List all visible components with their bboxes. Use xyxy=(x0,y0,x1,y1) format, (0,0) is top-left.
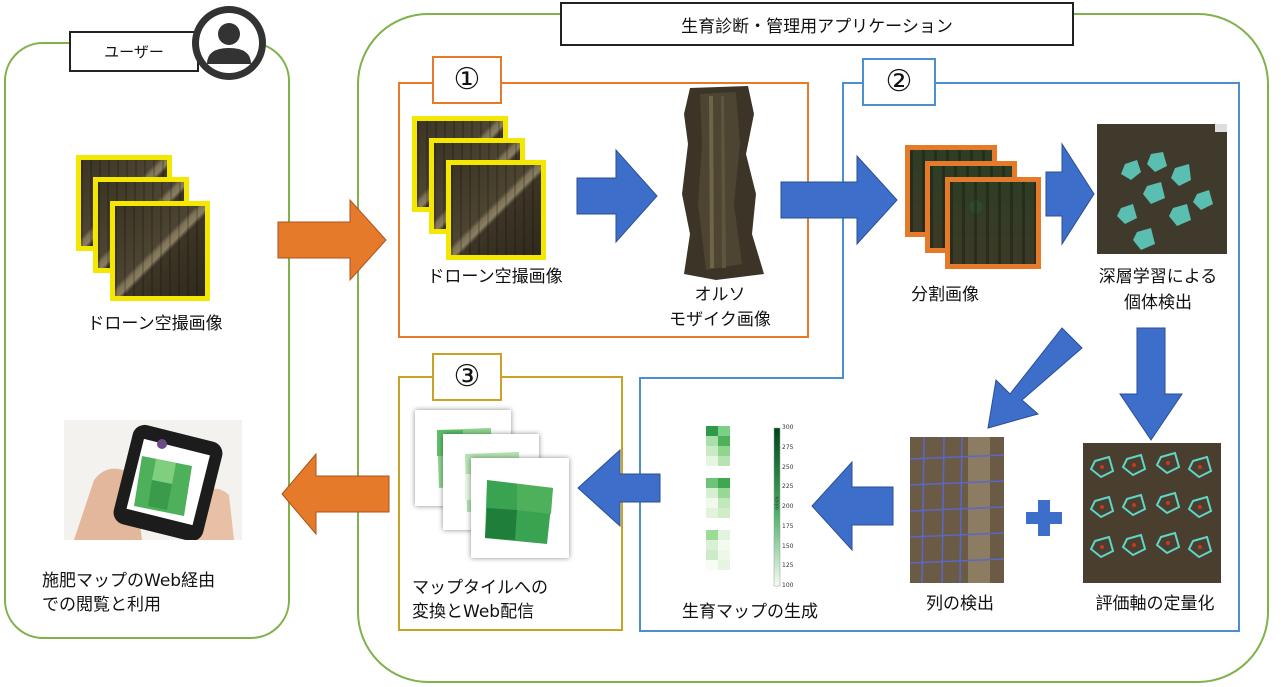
eval-label: 評価軸の定量化 xyxy=(1095,594,1215,614)
step2-number-text: ② xyxy=(885,64,913,99)
colorbar-tick-label: 225 xyxy=(782,483,794,491)
map-tile-3 xyxy=(471,458,569,558)
colorbar-tick-label: 300 xyxy=(782,424,794,431)
colorbar-tick-label: 250 xyxy=(782,463,794,471)
user-tag: ユーザー xyxy=(69,31,199,72)
user-drone-image-stack xyxy=(76,155,216,301)
user-tag-label: ユーザー xyxy=(104,43,164,61)
arrow-drone-to-ortho xyxy=(576,148,658,244)
smartphone-photo xyxy=(64,420,242,540)
ortho-mosaic-image xyxy=(676,84,766,282)
row-detection-image xyxy=(910,437,1004,583)
user-panel xyxy=(4,42,290,639)
step3-label-line1: マップタイルへの xyxy=(412,578,548,598)
step3-number-text: ③ xyxy=(453,359,481,394)
app-title: 生育診断・管理用アプリケーション xyxy=(560,2,1074,46)
app-title-text: 生育診断・管理用アプリケーション xyxy=(681,16,953,37)
arrow-detect-to-row xyxy=(987,327,1083,429)
step3-label-line2: 変換とWeb配信 xyxy=(412,602,535,622)
colorbar xyxy=(773,427,781,587)
user-avatar-icon xyxy=(190,4,268,82)
step3-box xyxy=(398,376,623,631)
colorbar-tick-label: 125 xyxy=(782,562,794,570)
colorbar-tick-label: 200 xyxy=(782,503,794,510)
step1-drone-label: ドローン空撮画像 xyxy=(427,267,563,287)
detect-label-line2: 個体検出 xyxy=(1124,293,1192,313)
map-label: 生育マップの生成 xyxy=(682,602,818,622)
plus-sign-v xyxy=(1038,500,1050,536)
map-tiles-stack xyxy=(415,410,575,560)
row-label: 列の検出 xyxy=(926,594,994,614)
arrow-row-to-map xyxy=(811,460,894,552)
detect-label-line1: 深層学習による xyxy=(1098,267,1218,287)
colorbar-tick-label: 175 xyxy=(782,522,794,530)
step2-number: ② xyxy=(862,58,936,106)
user-result-label-line2: での閲覧と利用 xyxy=(42,595,161,615)
growth-map-image: 300 275 250 225 200 175 150 125 100 kaiyo xyxy=(690,420,802,590)
step1-number: ① xyxy=(432,56,502,104)
evaluation-image xyxy=(1083,443,1221,583)
step1-ortho-label-line1: オルソ xyxy=(694,285,746,305)
arrow-user-to-app xyxy=(277,198,387,282)
colorbar-tick-label: 275 xyxy=(782,443,794,451)
step1-ortho-label-line2: モザイク画像 xyxy=(669,310,771,330)
step1-number-text: ① xyxy=(453,62,481,97)
colorbar-axis-label: kaiyo xyxy=(773,496,780,510)
user-result-label-line1: 施肥マップのWeb経由 xyxy=(42,571,216,591)
arrow-ortho-to-split xyxy=(780,154,898,246)
drone-photo-3 xyxy=(110,201,210,301)
arrow-map-to-tiles xyxy=(577,448,661,528)
step3-number: ③ xyxy=(432,353,502,401)
colorbar-tick-label: 150 xyxy=(782,542,794,550)
arrow-split-to-detect xyxy=(1045,142,1095,246)
split-image-stack xyxy=(905,145,1041,275)
user-drone-label: ドローン空撮画像 xyxy=(87,314,223,334)
step2-box xyxy=(639,82,1240,632)
colorbar-tick-label: 100 xyxy=(782,582,794,589)
detection-image xyxy=(1097,124,1227,254)
step1-drone-photo-3 xyxy=(446,160,546,260)
arrow-app-to-user xyxy=(281,452,390,536)
split-photo-3 xyxy=(945,177,1041,269)
step1-drone-image-stack xyxy=(412,116,552,261)
growth-map-strip xyxy=(706,426,730,570)
split-label: 分割画像 xyxy=(911,285,979,305)
arrow-detect-to-eval xyxy=(1119,327,1183,441)
